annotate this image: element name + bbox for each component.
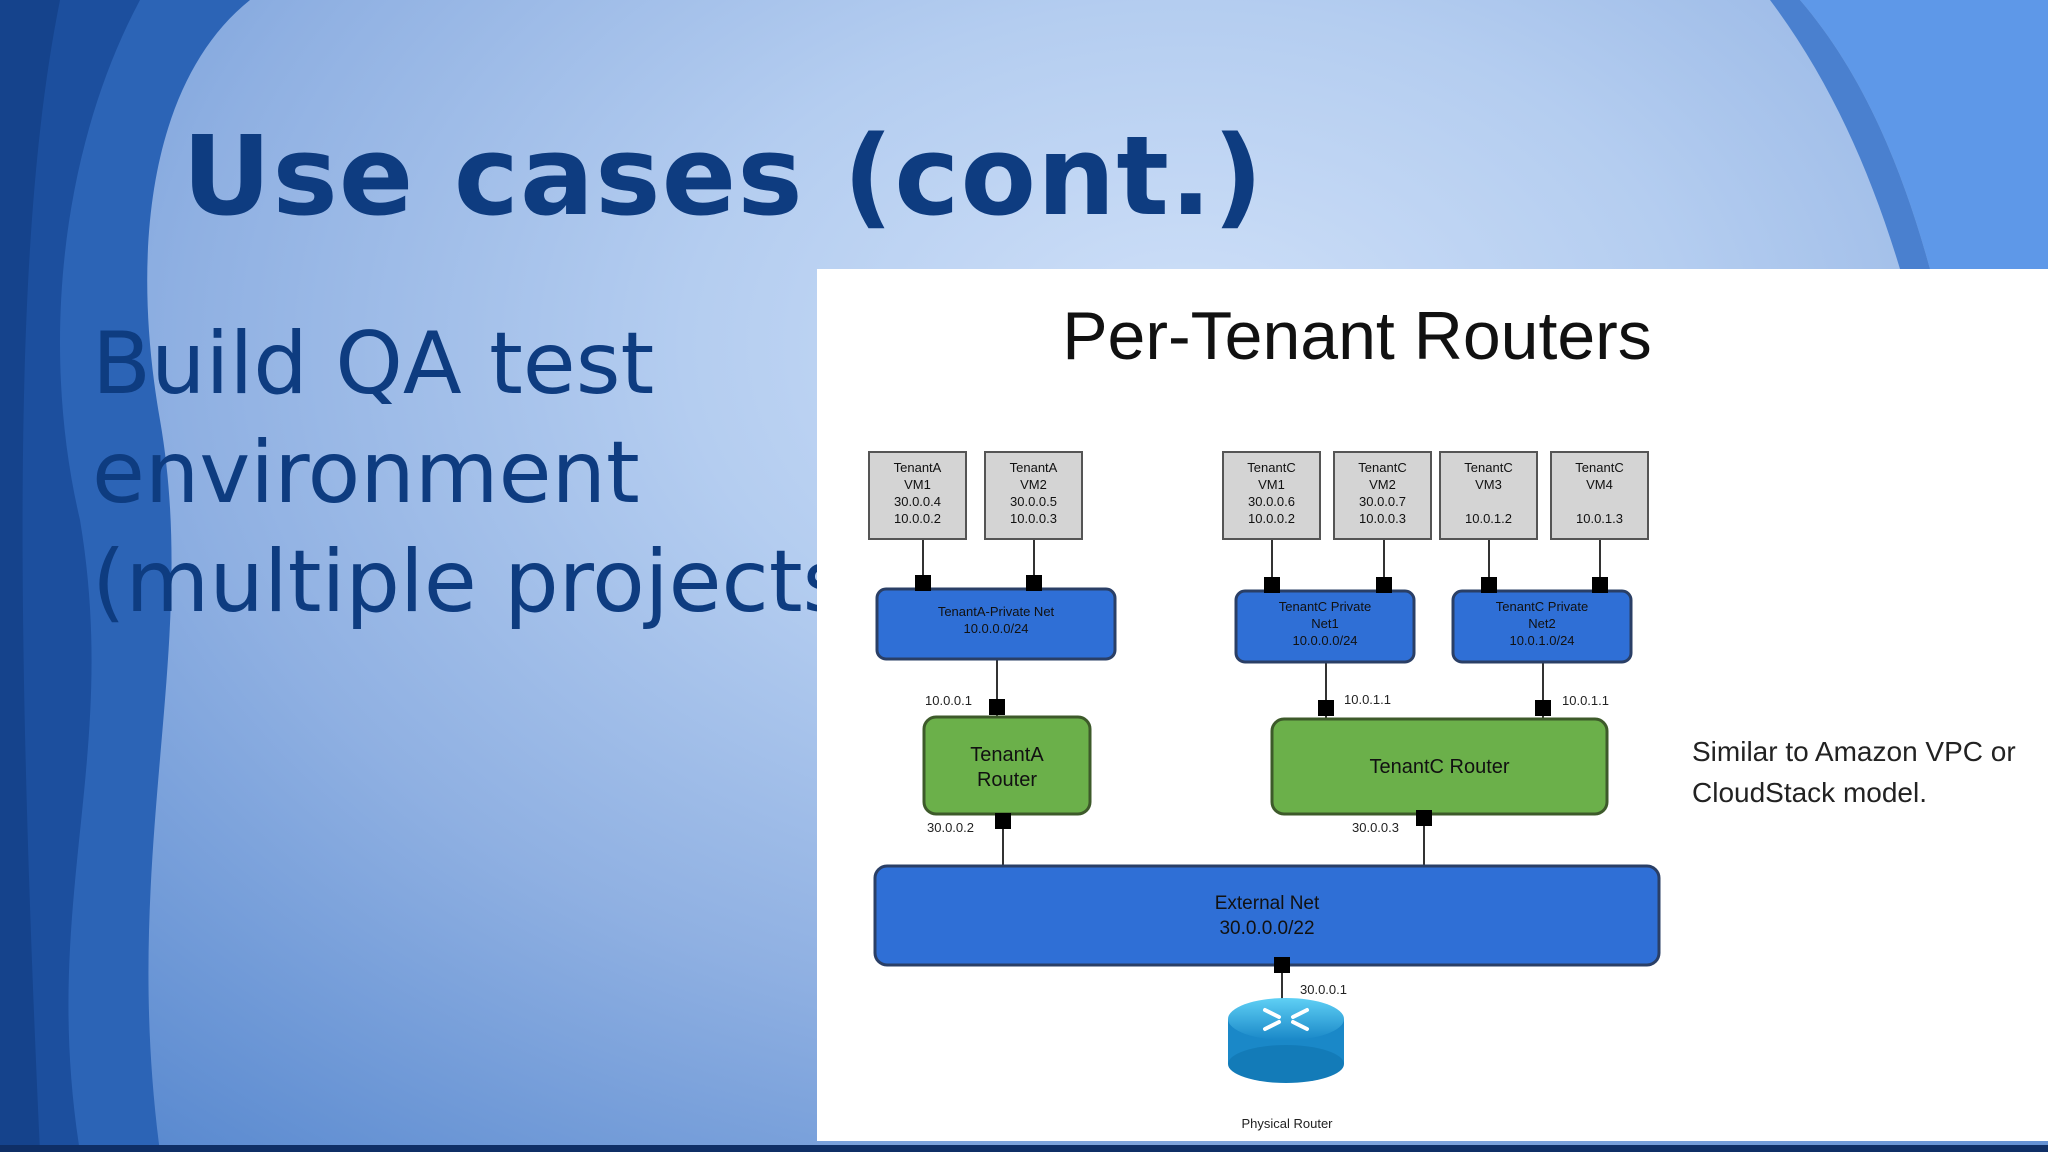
tenant-router-label: Router [977, 769, 1037, 791]
private-net-label: TenantC Private [1496, 599, 1589, 614]
port-label: 10.0.0.1 [925, 693, 972, 708]
tenant-router-label: TenantC Router [1369, 756, 1509, 778]
vm-box-label: VM1 [1258, 477, 1285, 492]
external-net [873, 864, 1661, 967]
vm-box-label: 10.0.0.2 [1248, 511, 1295, 526]
private-net-label: TenantA-Private Net [938, 604, 1055, 619]
bullet-text: Build QA test environment (multiple proj… [92, 310, 872, 637]
bullet-line: Build QA test [92, 314, 655, 414]
port-label: 10.0.1.1 [1562, 693, 1609, 708]
vm-boxes: TenantA VM1 30.0.0.4 10.0.0.2 TenantA VM2 30.0… [868, 451, 1649, 540]
side-note-line: Similar to Amazon VPC or [1692, 736, 2016, 767]
bullet-line: (multiple projects [92, 532, 848, 632]
vm-box-label: 30.0.0.4 [894, 494, 941, 509]
port-label: 30.0.0.1 [1300, 982, 1347, 997]
slide-title: Use cases (cont.) [182, 112, 1264, 240]
private-net [1234, 589, 1416, 664]
private-net-label: Net2 [1528, 616, 1555, 631]
vm-box-label: VM4 [1586, 477, 1613, 492]
vm-box [868, 451, 967, 540]
vm-box-label: 10.0.0.3 [1359, 511, 1406, 526]
vm-box-label: TenantC [1358, 460, 1406, 475]
private-net-label: TenantC Private [1279, 599, 1372, 614]
side-note-line: CloudStack model. [1692, 777, 1928, 808]
private-net-label: 10.0.0.0/24 [1292, 633, 1357, 648]
physical-router-label: Physical Router [1241, 1116, 1333, 1131]
vm-box-label: TenantA [894, 460, 942, 475]
diagram-panel: Per-Tenant Routers TenantA VM1 30.0.0.4 10.… [817, 269, 2048, 1141]
port-label: 30.0.0.3 [1352, 820, 1399, 835]
bullet-line: environment [92, 423, 640, 523]
port-label: 10.0.1.1 [1344, 692, 1391, 707]
vm-box-label: VM1 [904, 477, 931, 492]
vm-box-label: TenantC [1575, 460, 1623, 475]
private-net [875, 587, 1117, 661]
port-markers [915, 575, 1608, 973]
vm-box-label: 30.0.0.7 [1359, 494, 1406, 509]
network-diagram: TenantAVM130.0.0.410.0.0.2TenantAVM230.0… [868, 451, 1661, 1131]
vm-box-label: 10.0.0.3 [1010, 511, 1057, 526]
vm-box [984, 451, 1083, 540]
vm-box-label: 10.0.1.3 [1576, 511, 1623, 526]
tenant-router [1270, 717, 1609, 816]
private-net-label: Net1 [1311, 616, 1338, 631]
side-note: Similar to Amazon VPC or CloudStack mode… [1692, 731, 2048, 813]
vm-box [1439, 451, 1538, 540]
external-net-label: External Net [1215, 893, 1320, 914]
vm-box-label: 10.0.0.2 [894, 511, 941, 526]
vm-box [1222, 451, 1321, 540]
port-label: 30.0.0.2 [927, 820, 974, 835]
private-net [1451, 589, 1633, 664]
vm-box-label: VM2 [1369, 477, 1396, 492]
private-net-label: 10.0.0.0/24 [963, 621, 1028, 636]
vm-box-label: VM2 [1020, 477, 1047, 492]
private-nets: TenantA-Private Net 10.0.0.0/24 TenantC Pr… [875, 587, 1633, 664]
tenant-router-label: TenantA [970, 744, 1044, 766]
tenant-routers: TenantA Router TenantC Router [922, 715, 1609, 816]
vm-box-label: TenantC [1247, 460, 1295, 475]
vm-box [1550, 451, 1649, 540]
vm-box [1333, 451, 1432, 540]
vm-box-label: TenantC [1464, 460, 1512, 475]
vm-box-label: VM3 [1475, 477, 1502, 492]
diagram-title: Per-Tenant Routers [1062, 298, 1652, 374]
vm-box-label: TenantA [1010, 460, 1058, 475]
private-net-label: 10.0.1.0/24 [1509, 633, 1574, 648]
external-net-cidr: 30.0.0.0/22 [1219, 918, 1314, 939]
vm-box-label: 30.0.0.5 [1010, 494, 1057, 509]
physical-router-icon [1228, 998, 1344, 1083]
vm-box-label: 30.0.0.6 [1248, 494, 1295, 509]
vm-box-label: 10.0.1.2 [1465, 511, 1512, 526]
